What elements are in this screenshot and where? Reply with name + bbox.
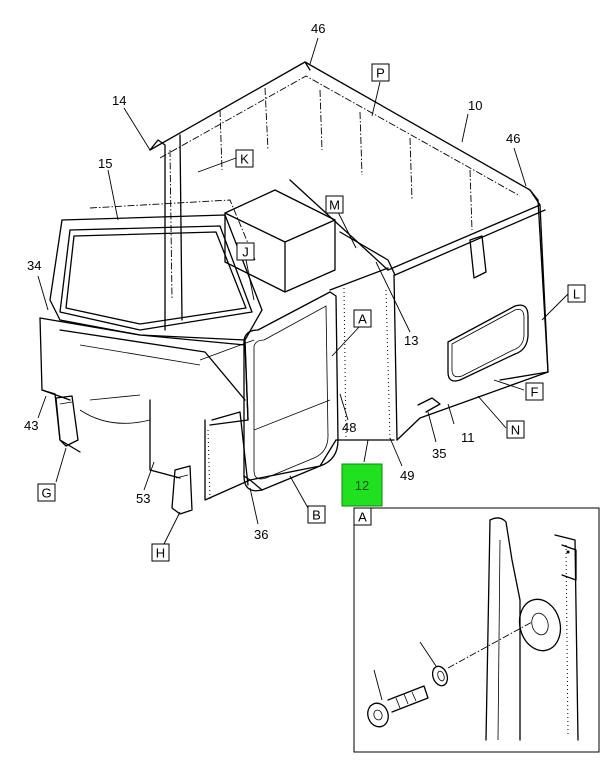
callout-h[interactable]: H bbox=[151, 543, 170, 562]
svg-text:G: G bbox=[41, 486, 51, 501]
part-number-13: 13 bbox=[404, 333, 418, 348]
callout-m[interactable]: M bbox=[325, 195, 344, 214]
part-number-36: 36 bbox=[254, 527, 268, 542]
svg-text:J: J bbox=[242, 245, 249, 260]
svg-text:A: A bbox=[358, 510, 367, 525]
svg-text:H: H bbox=[156, 546, 165, 561]
part-number-46-top: 46 bbox=[311, 21, 325, 36]
callout-j[interactable]: J bbox=[236, 242, 255, 261]
callout-l[interactable]: L bbox=[567, 284, 586, 303]
part-number-15: 15 bbox=[98, 156, 112, 171]
svg-text:P: P bbox=[376, 66, 385, 81]
callout-k[interactable]: K bbox=[235, 149, 254, 168]
callout-f[interactable]: F bbox=[525, 382, 544, 401]
svg-text:F: F bbox=[531, 385, 539, 400]
svg-text:L: L bbox=[573, 287, 580, 302]
svg-text:K: K bbox=[240, 152, 249, 167]
leader-lines bbox=[37, 37, 569, 545]
svg-text:M: M bbox=[329, 198, 340, 213]
part-number-35: 35 bbox=[432, 446, 446, 461]
part-number-labels: 46 10 46 14 15 34 43 53 36 48 49 35 11 1… bbox=[24, 21, 520, 668]
part-number-43: 43 bbox=[24, 418, 38, 433]
part-number-53: 53 bbox=[136, 491, 150, 506]
highlighted-part-12[interactable]: 12 bbox=[341, 463, 383, 507]
part-number-34: 34 bbox=[27, 258, 41, 273]
cab-shell-drawing bbox=[39, 61, 549, 515]
part-number-48: 48 bbox=[342, 420, 356, 435]
callout-n[interactable]: N bbox=[506, 420, 525, 439]
part-number-10: 10 bbox=[468, 98, 482, 113]
svg-text:A: A bbox=[358, 312, 367, 327]
svg-text:12: 12 bbox=[355, 478, 369, 493]
part-number-11: 11 bbox=[461, 430, 475, 445]
svg-text:B: B bbox=[312, 508, 321, 523]
callout-b[interactable]: B bbox=[307, 505, 326, 524]
callout-p[interactable]: P bbox=[371, 63, 390, 82]
callout-a[interactable]: A bbox=[353, 309, 372, 328]
svg-text:N: N bbox=[511, 423, 520, 438]
part-number-14: 14 bbox=[112, 93, 126, 108]
part-number-49: 49 bbox=[400, 468, 414, 483]
part-number-46-right: 46 bbox=[506, 131, 520, 146]
detail-a-label: A bbox=[353, 507, 372, 526]
detail-a-panel: A bbox=[353, 507, 600, 753]
callout-g[interactable]: G bbox=[37, 483, 56, 502]
